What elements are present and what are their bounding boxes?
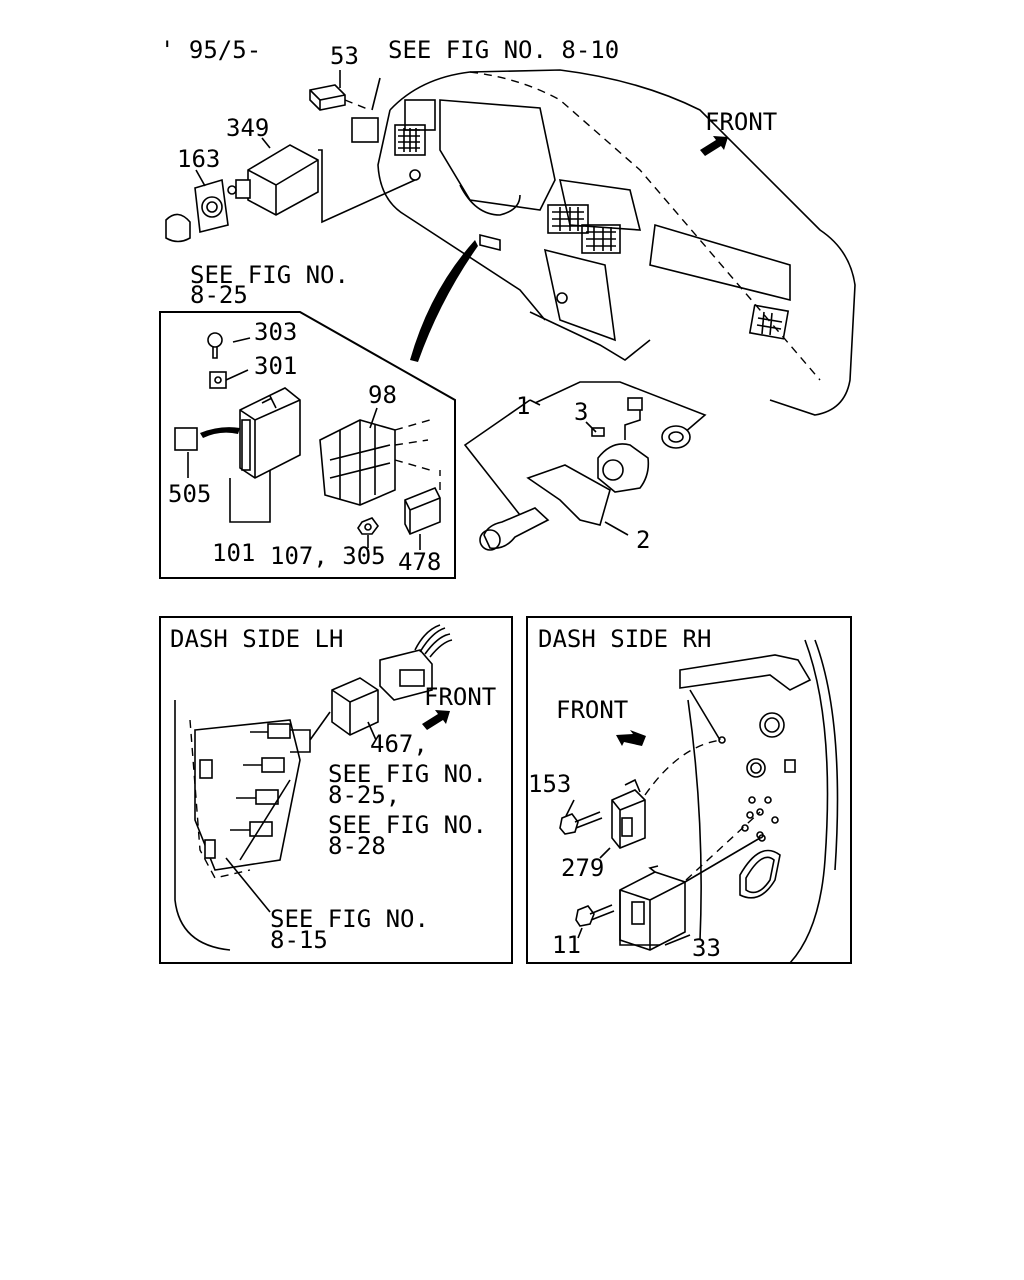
- rh-dash-structure: [679, 639, 839, 964]
- part-163-bezel: [165, 178, 229, 243]
- part-303-screw: [207, 332, 223, 359]
- leader-8-15: [225, 857, 271, 913]
- part-279-relay: [611, 739, 723, 849]
- label-dash-side-rh: DASH SIDE RH: [538, 625, 711, 653]
- label-part-2: 2: [636, 526, 650, 554]
- inset-frame: [159, 311, 456, 579]
- label-part-98: 98: [368, 381, 397, 409]
- part-153-bolt: [559, 811, 603, 835]
- leader-lines: [187, 70, 691, 946]
- ref-lh-8-15-line2: 8-15: [270, 926, 328, 954]
- ref-lh-8-25-line2: 8-25,: [328, 781, 400, 809]
- part-478-relay: [404, 470, 441, 536]
- lh-dash-structure: [174, 700, 331, 951]
- label-part-349: 349: [226, 114, 269, 142]
- part-349-switch-module: [227, 144, 416, 224]
- dashboard-assembly: [377, 69, 856, 416]
- ref-lh-8-25-line1: SEE FIG NO.: [328, 760, 487, 788]
- front-arrow-icon: [700, 136, 728, 156]
- ref-lh-8-28-line2: 8-28: [328, 832, 386, 860]
- part-505-connector: [174, 427, 240, 451]
- ref-see-fig-8-25-top-line2: 8-25: [190, 281, 248, 309]
- panel-dash-side-rh: [526, 616, 852, 964]
- label-part-303: 303: [254, 318, 297, 346]
- panel-dash-side-lh: [159, 616, 513, 964]
- ref-see-fig-8-10: SEE FIG NO. 8-10: [388, 36, 619, 64]
- label-dash-side-lh: DASH SIDE LH: [170, 625, 343, 653]
- front-arrow-rh-icon: [616, 730, 646, 746]
- label-front-rh: FRONT: [556, 696, 628, 724]
- label-part-33: 33: [692, 934, 721, 962]
- part-107-305-nut: [357, 517, 379, 535]
- label-part-505: 505: [168, 480, 211, 508]
- front-arrow-lh-icon: [422, 710, 450, 730]
- label-part-163: 163: [177, 145, 220, 173]
- ref-lh-8-15-line1: SEE FIG NO.: [270, 905, 429, 933]
- label-part-101: 101: [212, 539, 255, 567]
- part-11-bolt: [575, 904, 615, 927]
- label-part-11: 11: [552, 931, 581, 959]
- label-part-153: 153: [528, 770, 571, 798]
- label-part-3: 3: [574, 398, 588, 426]
- label-part-478: 478: [398, 548, 441, 576]
- part-98-bracket: [319, 419, 431, 506]
- part-301-nut: [209, 371, 227, 389]
- label-part-467: 467,: [370, 730, 428, 758]
- label-part-1: 1: [516, 392, 530, 420]
- callout-swoosh: [410, 240, 478, 362]
- label-part-301: 301: [254, 352, 297, 380]
- label-front-lh: FRONT: [424, 683, 496, 711]
- ref-lh-8-28-line1: SEE FIG NO.: [328, 811, 487, 839]
- label-part-107-305: 107, 305: [270, 542, 386, 570]
- label-part-279: 279: [561, 854, 604, 882]
- label-front-main: FRONT: [705, 108, 777, 136]
- part-33-control-module: [619, 811, 761, 951]
- label-part-53: 53: [330, 42, 359, 70]
- ref-see-fig-8-25-top-line1: SEE FIG NO.: [190, 261, 349, 289]
- date-code: ' 95/5-: [160, 36, 261, 64]
- part-53-relay: [309, 84, 379, 143]
- part-101-control-unit: [239, 387, 301, 479]
- part-467-relay: [331, 624, 453, 736]
- part-1-lighter-assembly: [463, 381, 707, 551]
